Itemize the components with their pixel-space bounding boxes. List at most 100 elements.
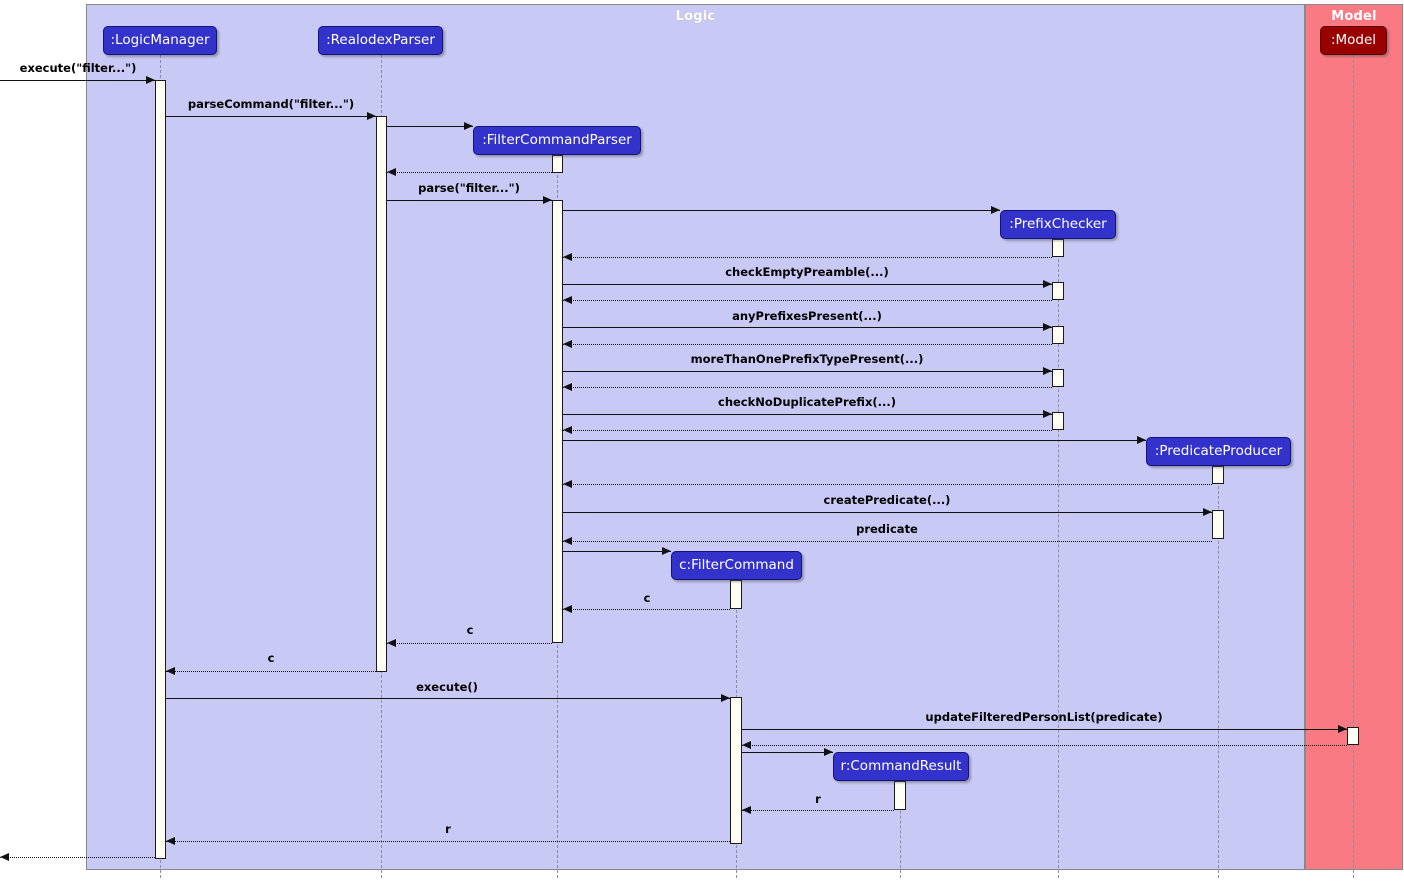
message-line [563,440,1146,441]
message-label: predicate [856,522,918,536]
message-line [563,414,1052,415]
participant-label: :LogicManager [110,31,210,48]
message-arrowhead [166,667,175,675]
message-arrowhead [1043,410,1052,418]
message-arrowhead [563,480,572,488]
participant-filtercommand[interactable]: c:FilterCommand [671,551,802,580]
message-arrowhead [1043,280,1052,288]
message-arrowhead [563,426,572,434]
message-line [563,371,1052,372]
message-label: updateFilteredPersonList(predicate) [925,710,1163,724]
message-line [563,300,1052,301]
message-arrowhead [721,694,730,702]
message-line [563,344,1052,345]
message-line [563,327,1052,328]
message-line [387,200,552,201]
message-label: createPredicate(...) [823,493,951,507]
group-title-logic: Logic [675,9,716,24]
message-arrowhead [563,605,572,613]
message-arrowhead [1137,436,1146,444]
activation-bar-prefixchecker [1052,239,1064,257]
message-arrowhead [742,741,751,749]
message-line [387,126,473,127]
message-line [0,80,155,81]
message-line [0,857,155,858]
message-label: checkNoDuplicatePrefix(...) [718,395,896,409]
message-label: parseCommand("filter...") [187,97,355,111]
message-label: moreThanOnePrefixTypePresent(...) [690,352,924,366]
message-arrowhead [1203,508,1212,516]
participant-label: r:CommandResult [840,757,962,774]
activation-bar-predicateproducer [1212,510,1224,539]
message-line [563,541,1212,542]
participant-label: :PrefixChecker [1009,215,1107,232]
message-arrowhead [742,806,751,814]
message-label: c [643,591,651,605]
message-line [563,551,671,552]
message-label: r [815,792,821,806]
message-line [742,810,894,811]
message-line [563,430,1052,431]
activation-bar-commandresult [894,781,906,810]
message-label: execute("filter...") [19,61,137,75]
participant-label: :RealodexParser [326,31,435,48]
message-label: r [445,822,451,836]
message-arrowhead [824,748,833,756]
activation-bar-prefixchecker [1052,412,1064,430]
message-arrowhead [662,547,671,555]
message-arrowhead [166,837,175,845]
activation-bar-prefixchecker [1052,369,1064,387]
activation-bar-prefixchecker [1052,326,1064,344]
message-label: anyPrefixesPresent(...) [732,309,882,323]
message-line [387,172,552,173]
message-arrowhead [464,122,473,130]
activation-bar-prefixchecker [1052,282,1064,300]
message-line [387,643,552,644]
message-line [166,698,730,699]
activation-bar-filtercommandparser [552,200,563,643]
message-line [742,752,833,753]
participant-label: :FilterCommandParser [482,131,632,148]
message-label: c [466,623,474,637]
message-arrowhead [543,196,552,204]
message-arrowhead [387,168,396,176]
activation-bar-model [1347,727,1359,745]
participant-logicmanager[interactable]: :LogicManager [103,26,217,55]
participant-filtercommandparser[interactable]: :FilterCommandParser [473,126,641,155]
message-line [166,841,730,842]
group-panel-logic: Logic [86,4,1305,870]
message-arrowhead [387,639,396,647]
message-line [563,609,730,610]
participant-predicateproducer[interactable]: :PredicateProducer [1146,437,1291,466]
message-arrowhead [563,383,572,391]
message-line [166,671,376,672]
participant-commandresult[interactable]: r:CommandResult [833,752,969,781]
message-arrowhead [563,296,572,304]
message-line [563,484,1212,485]
lifeline-prefixchecker [1058,239,1059,878]
message-arrowhead [0,853,9,861]
participant-label: :Model [1330,31,1377,48]
activation-bar-predicateproducer [1212,466,1224,484]
participant-realodexparser[interactable]: :RealodexParser [318,26,443,55]
message-line [563,387,1052,388]
lifeline-predicateproducer [1218,466,1219,878]
participant-model[interactable]: :Model [1320,26,1387,55]
participant-label: c:FilterCommand [679,556,794,573]
message-arrowhead [563,340,572,348]
group-title-model: Model [1331,9,1377,24]
message-line [742,745,1347,746]
activation-bar-filtercommand [730,580,742,609]
message-line [563,512,1212,513]
participant-prefixchecker[interactable]: :PrefixChecker [1000,210,1116,239]
message-arrowhead [1338,725,1347,733]
message-line [166,116,376,117]
message-line [563,284,1052,285]
lifeline-commandresult [900,781,901,878]
message-arrowhead [1043,323,1052,331]
message-arrowhead [991,206,1000,214]
message-label: checkEmptyPreamble(...) [725,265,889,279]
activation-bar-filtercommand [730,697,742,844]
message-arrowhead [146,76,155,84]
message-label: execute() [416,680,478,694]
